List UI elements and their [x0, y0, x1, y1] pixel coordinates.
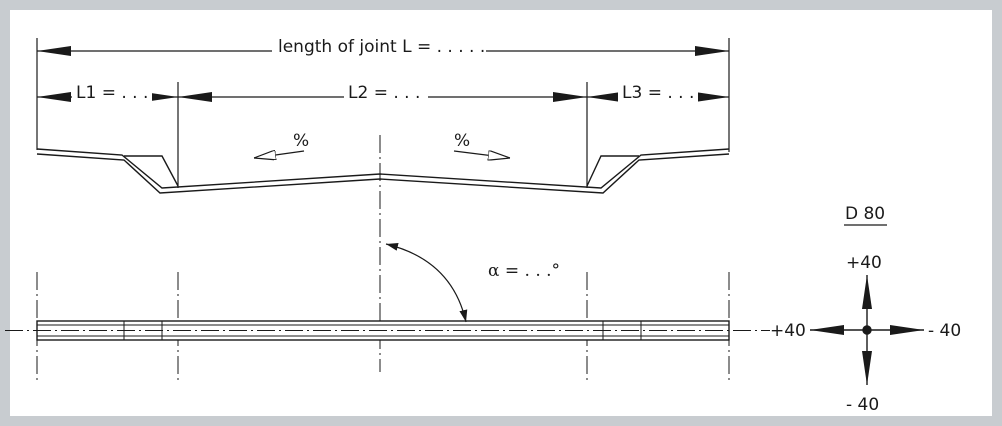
l2-label: L2 = . . .	[348, 83, 420, 103]
l1-label-bg	[72, 84, 152, 104]
left-kerb-wedge	[124, 155, 179, 187]
movement-title: D 80	[845, 204, 885, 224]
l1-label: L1 = . . .	[76, 83, 148, 103]
overall-label-bg	[272, 38, 486, 58]
right-kerb-wedge	[586, 155, 639, 187]
l2-label-bg	[344, 84, 428, 104]
movement-up-label: +40	[846, 253, 882, 273]
movement-cross	[810, 275, 924, 385]
angle-arc	[385, 242, 468, 323]
right-slope-arrow	[453, 151, 510, 158]
l3-label-bg	[618, 84, 698, 104]
plan-view	[5, 272, 770, 384]
right-slope-label: %	[454, 131, 470, 151]
left-slope-arrow	[254, 151, 305, 158]
movement-center-dot	[862, 325, 872, 335]
joint-cross-section	[36, 148, 730, 194]
left-slope-label: %	[293, 131, 309, 151]
movement-down-label: - 40	[846, 395, 879, 415]
movement-left-label: +40	[770, 321, 806, 341]
l3-label: L3 = . . .	[622, 83, 694, 103]
dimension-lines	[36, 38, 730, 188]
profile-outer-line	[36, 148, 730, 189]
overall-length-label: length of joint L = . . . . .	[278, 37, 485, 57]
movement-right-label: - 40	[928, 321, 961, 341]
angle-label: α = . . .°	[488, 261, 560, 281]
